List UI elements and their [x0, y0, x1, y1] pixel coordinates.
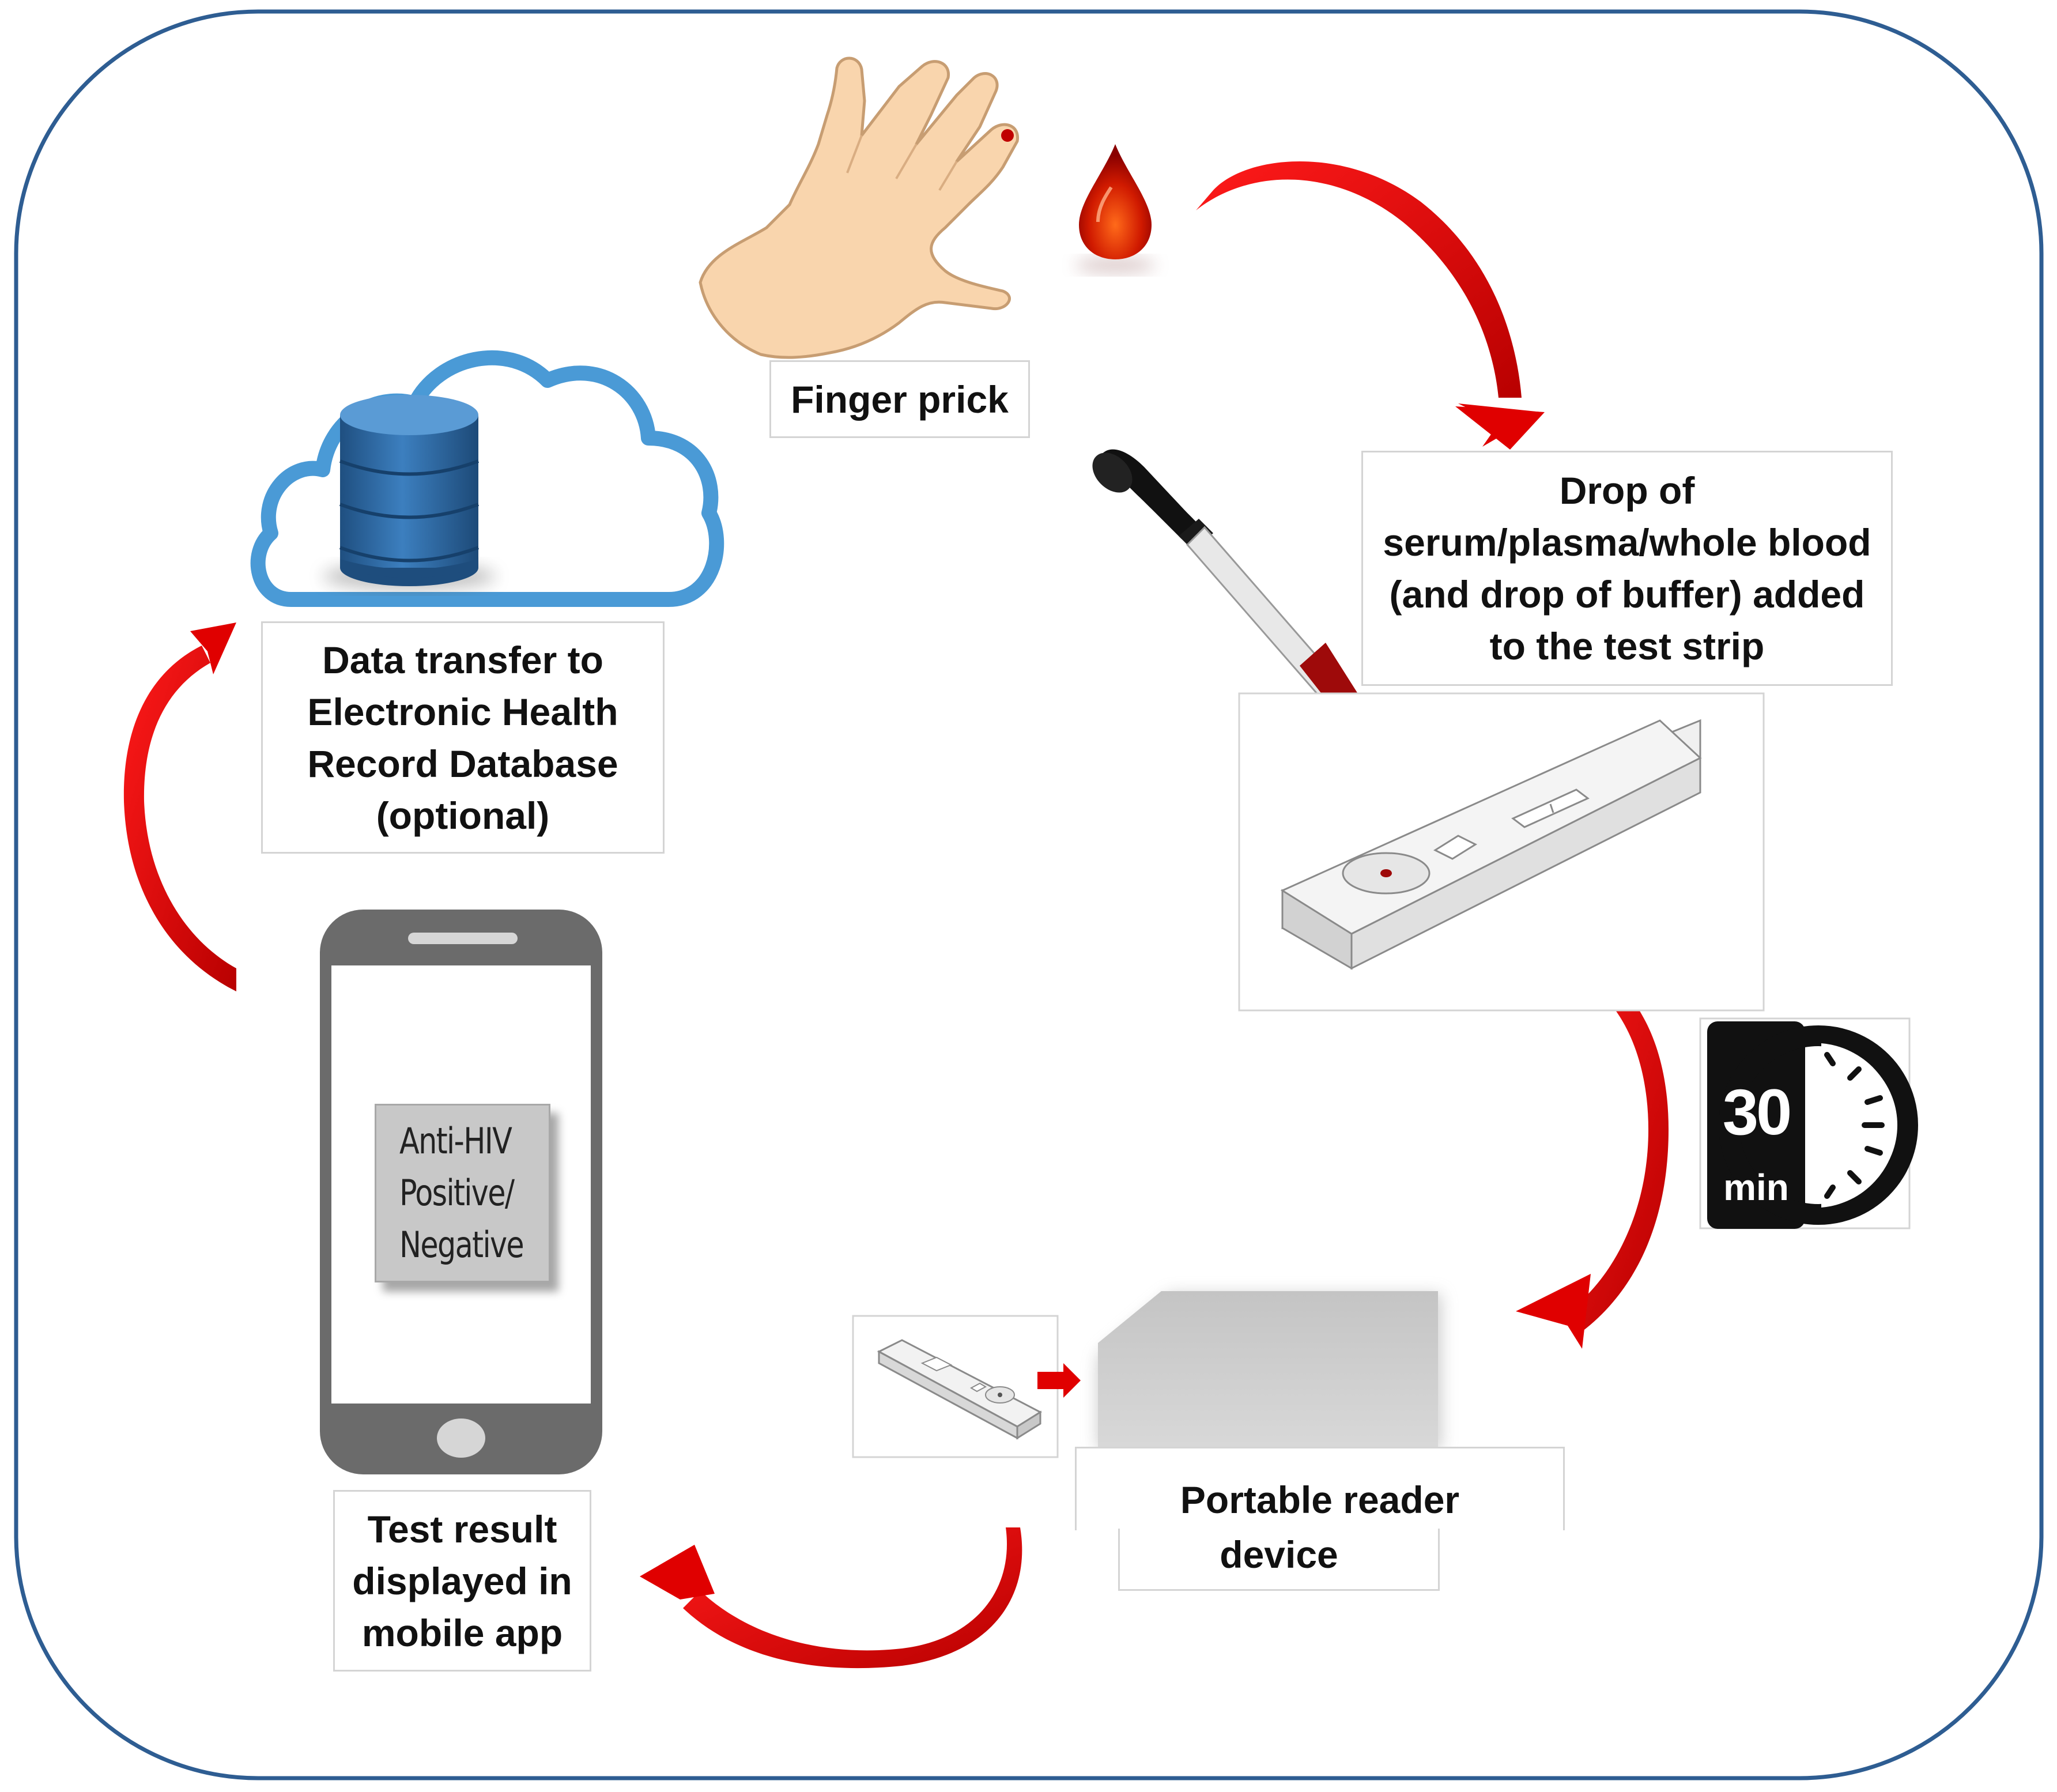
arrow-to-data-transfer	[123, 623, 236, 991]
hand-icon	[699, 56, 1019, 359]
phone-result-line-3: Negative	[399, 1224, 524, 1266]
data-transfer-line-1: Data transfer to	[322, 638, 603, 681]
arrow-to-reader	[1516, 945, 1669, 1349]
phone-result-line-2: Positive/	[399, 1172, 515, 1214]
result-line-3: mobile app	[361, 1611, 563, 1654]
insert-arrow-icon	[1037, 1363, 1081, 1398]
timer-icon	[1707, 1021, 1918, 1229]
arrow-to-drop-step	[1196, 161, 1545, 450]
blood-drop-icon	[1075, 144, 1156, 273]
phone-result-line-1: Anti-HIV	[399, 1120, 512, 1162]
data-transfer-label: Data transfer to Electronic Health Recor…	[261, 621, 665, 854]
result-label: Test result displayed in mobile app	[333, 1490, 591, 1672]
result-line-1: Test result	[367, 1507, 557, 1550]
reader-line-2: device	[1220, 1533, 1338, 1576]
drop-step-line-3: (and drop of buffer) added	[1389, 573, 1865, 616]
reader-device-icon	[1098, 1291, 1441, 1450]
reader-label: Portable reader	[1075, 1447, 1565, 1530]
phone-result-panel: Anti-HIV Positive/ Negative	[375, 1104, 550, 1282]
data-transfer-line-4: (optional)	[376, 794, 550, 837]
timer-unit: min	[1723, 1167, 1789, 1208]
data-transfer-line-3: Record Database	[307, 742, 618, 785]
drop-step-line-1: Drop of	[1559, 469, 1695, 512]
finger-prick-label: Finger prick	[769, 360, 1030, 438]
timer-value: 30	[1722, 1076, 1792, 1148]
finger-prick-line-1: Finger prick	[791, 378, 1009, 421]
result-line-2: displayed in	[352, 1559, 572, 1602]
small-test-strip-icon	[877, 1339, 1043, 1440]
test-strip-icon	[1280, 719, 1702, 970]
drop-step-line-2: serum/plasma/whole blood	[1383, 521, 1871, 564]
drop-step-line-4: to the test strip	[1489, 625, 1765, 667]
drop-step-label: Drop of serum/plasma/whole blood (and dr…	[1361, 451, 1893, 686]
reader-label-bottom: device	[1118, 1529, 1440, 1591]
reader-line-1: Portable reader	[1180, 1478, 1460, 1521]
cloud-database-icon	[250, 350, 724, 607]
data-transfer-line-2: Electronic Health	[307, 690, 618, 733]
arrow-to-phone	[640, 1527, 1022, 1669]
